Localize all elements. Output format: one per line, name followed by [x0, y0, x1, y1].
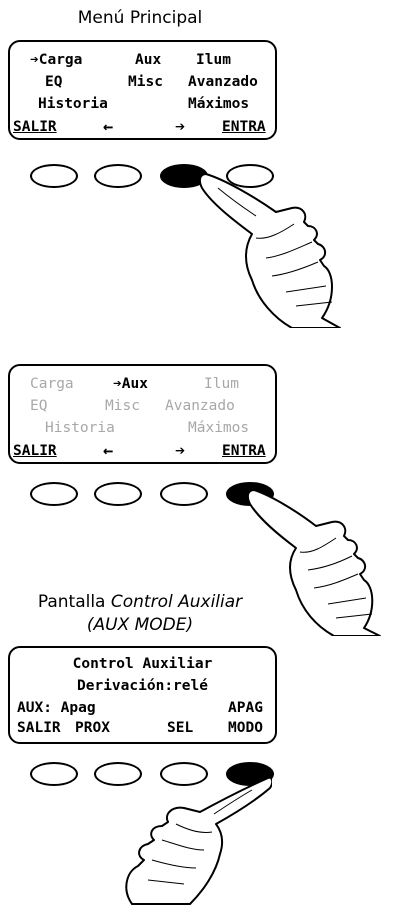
- lcd-screen-main-menu: ➔Carga Aux Ilum EQ Misc Avanzado Histori…: [8, 40, 277, 140]
- menu-item-avanzado[interactable]: Avanzado: [188, 74, 258, 90]
- menu-item-ilum[interactable]: Ilum: [196, 52, 231, 68]
- softkey-entra[interactable]: ENTRA: [222, 443, 266, 459]
- panel3-title-prefix: Pantalla: [37, 592, 111, 612]
- pointing-hand-icon: [125, 776, 272, 905]
- softkey-prox[interactable]: PROX: [75, 720, 110, 736]
- lcd-screen-aux-mode: Control Auxiliar Derivación:relé AUX: Ap…: [8, 646, 277, 744]
- softkey-left-arrow[interactable]: ←: [103, 117, 114, 137]
- soft-button-1[interactable]: [30, 762, 78, 786]
- aux-status-value: AUX: Apag: [17, 700, 96, 716]
- lcd-line-derivacion: Derivación:relé: [77, 678, 208, 694]
- menu-item-maximos[interactable]: Máximos: [188, 420, 250, 436]
- softkey-entra[interactable]: ENTRA: [222, 119, 266, 135]
- soft-button-3[interactable]: [160, 762, 208, 786]
- panel3-subtitle: (AUX MODE): [86, 615, 194, 635]
- softkey-right-arrow[interactable]: ➔: [175, 441, 186, 461]
- pointing-hand-icon: [198, 173, 341, 328]
- menu-item-aux[interactable]: ➔Aux: [113, 376, 148, 392]
- softkey-modo[interactable]: MODO: [228, 720, 263, 736]
- softkey-salir[interactable]: SALIR: [17, 720, 61, 736]
- menu-item-carga[interactable]: ➔Carga: [30, 52, 83, 68]
- soft-button-1[interactable]: [30, 164, 78, 188]
- lcd-screen-aux-selected: Carga ➔Aux Ilum EQ Misc Avanzado Histori…: [8, 364, 277, 464]
- soft-button-2[interactable]: [94, 762, 142, 786]
- soft-button-2[interactable]: [94, 482, 142, 506]
- menu-item-aux[interactable]: Aux: [135, 52, 162, 68]
- softkey-sel[interactable]: SEL: [167, 720, 194, 736]
- soft-button-1[interactable]: [30, 482, 78, 506]
- soft-button-3[interactable]: [160, 482, 208, 506]
- menu-item-eq[interactable]: EQ: [30, 398, 48, 414]
- softkey-salir[interactable]: SALIR: [13, 119, 57, 135]
- panel3-title: Pantalla Control Auxiliar: [0, 592, 280, 612]
- pointing-hand-icon: [246, 489, 381, 636]
- aux-mode-value: APAG: [228, 700, 263, 716]
- menu-item-eq[interactable]: EQ: [45, 74, 63, 90]
- menu-item-misc[interactable]: Misc: [105, 398, 140, 414]
- soft-button-4[interactable]: [226, 164, 274, 188]
- panel1-title: Menú Principal: [77, 8, 203, 28]
- menu-item-misc[interactable]: Misc: [128, 74, 163, 90]
- menu-item-carga[interactable]: Carga: [30, 376, 74, 392]
- menu-item-ilum[interactable]: Ilum: [204, 376, 239, 392]
- softkey-salir[interactable]: SALIR: [13, 443, 57, 459]
- lcd-line-title: Control Auxiliar: [72, 656, 213, 672]
- menu-item-maximos[interactable]: Máximos: [188, 96, 250, 112]
- menu-item-historia[interactable]: Historia: [45, 420, 115, 436]
- menu-item-historia[interactable]: Historia: [38, 96, 108, 112]
- panel3-title-emphasis: Control Auxiliar: [110, 592, 243, 612]
- softkey-left-arrow[interactable]: ←: [103, 441, 114, 461]
- menu-item-avanzado[interactable]: Avanzado: [165, 398, 235, 414]
- softkey-right-arrow[interactable]: ➔: [175, 117, 186, 137]
- soft-button-2[interactable]: [94, 164, 142, 188]
